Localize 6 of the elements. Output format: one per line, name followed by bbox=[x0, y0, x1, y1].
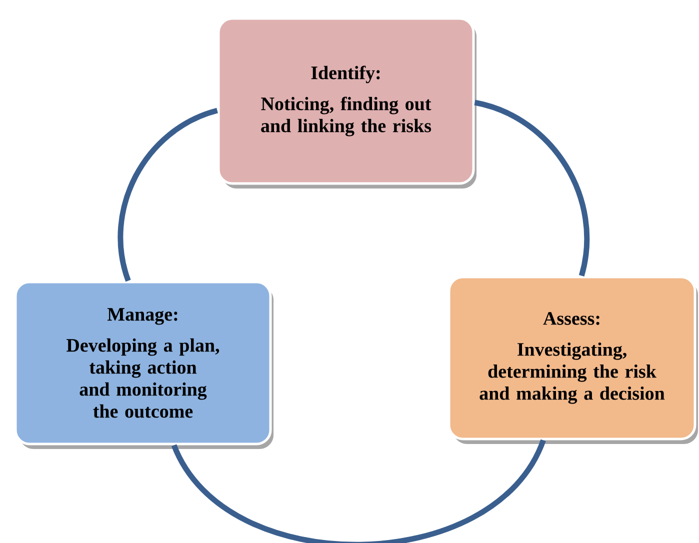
process-box: Identify: Noticing, finding out and linking the risks bbox=[217, 17, 476, 188]
ring-arc bbox=[172, 438, 546, 543]
ring-arc bbox=[118, 108, 218, 282]
ring-arc bbox=[474, 100, 590, 276]
process-box: Manage: Developing a plan, taking action and monitoring the outcome bbox=[14, 280, 274, 449]
process-box: Assess: Investigating, determining the risk and making a decision bbox=[448, 276, 698, 444]
